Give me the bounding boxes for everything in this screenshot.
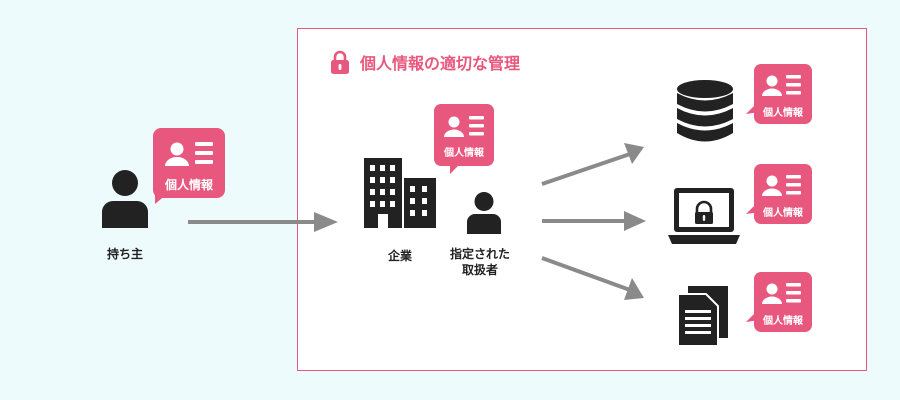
documents-card-label: 個人情報 (763, 316, 803, 327)
handler-person-icon (467, 192, 501, 234)
arrow-to-database (541, 143, 644, 186)
id-card-bubble (746, 64, 812, 124)
company-label: 企業 (387, 249, 412, 263)
owner-person-icon (102, 170, 148, 228)
database-card-label: 個人情報 (763, 108, 803, 119)
laptop-id-card: 個人情報 (746, 164, 812, 228)
lock-icon (331, 50, 349, 74)
id-card-bubble (746, 164, 812, 224)
building-icon (364, 158, 436, 228)
handler-label: 指定された 取扱者 (449, 247, 510, 277)
owner-id-card: 個人情報 (153, 128, 225, 204)
laptop-card-label: 個人情報 (763, 208, 803, 219)
frame-title: 個人情報の適切な管理 (330, 50, 520, 74)
owner-label: 持ち主 (106, 247, 143, 261)
id-card-bubble (434, 104, 494, 174)
frame-title-text: 個人情報の適切な管理 (360, 54, 521, 73)
arrow-to-laptop (542, 211, 646, 231)
id-card-bubble (746, 272, 812, 332)
id-card-bubble (153, 128, 225, 204)
database-icon (677, 80, 733, 142)
documents-id-card: 個人情報 (746, 272, 812, 336)
documents-icon (677, 286, 728, 347)
owner-card-label: 個人情報 (164, 178, 213, 192)
laptop-lock-icon (668, 188, 740, 244)
database-id-card: 個人情報 (746, 64, 812, 128)
arrow-to-documents (541, 256, 644, 300)
handler-id-card: 個人情報 (434, 104, 494, 174)
handler-card-label: 個人情報 (444, 148, 484, 159)
transfer-arrow (188, 212, 338, 232)
